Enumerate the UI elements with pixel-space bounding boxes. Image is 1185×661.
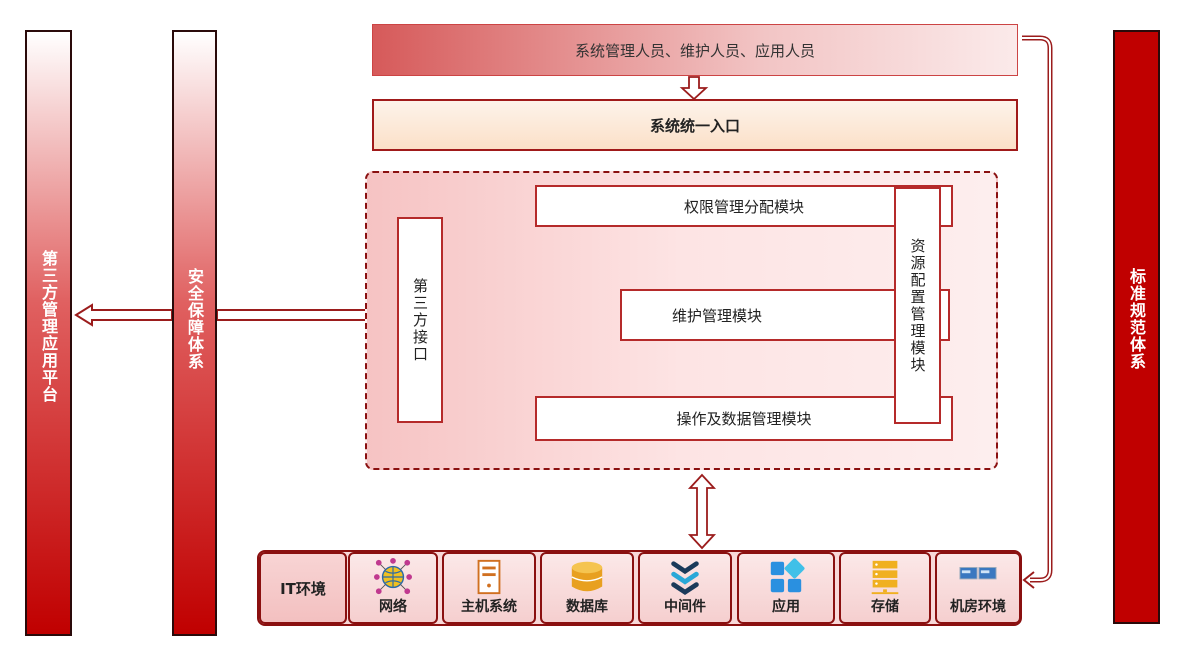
return-bracket-arrow: [1022, 35, 1053, 583]
system-entry-label: 系统统一入口: [649, 116, 740, 135]
standard-system-label: 标准规范体系: [1127, 268, 1146, 370]
host-document-icon: [477, 559, 501, 595]
users-label: 系统管理人员、维护人员、应用人员: [574, 41, 815, 60]
storage-label: 存储: [871, 599, 899, 615]
application-label: 应用: [772, 599, 800, 615]
third-party-platform-bar: 第三方管理应用平台: [25, 30, 72, 636]
third-party-platform-label: 第三方管理应用平台: [39, 250, 58, 403]
permission-module-label: 权限管理分配模块: [683, 197, 804, 216]
network-label: 网络: [379, 599, 407, 615]
it-item-network: 网络: [348, 552, 438, 624]
security-system-bar: 安全保障体系: [172, 30, 217, 636]
users-to-entry-arrow: [679, 76, 709, 101]
it-item-application: 应用: [737, 552, 835, 624]
host-label: 主机系统: [461, 599, 517, 615]
network-globe-icon: [374, 558, 412, 595]
datacenter-rack-icon: [959, 567, 997, 580]
resource-config-module-box: 资源配置管理模块: [894, 187, 941, 424]
resource-config-module-label: 资源配置管理模块: [908, 237, 927, 374]
security-system-label: 安全保障体系: [185, 268, 204, 370]
it-item-storage: 存储: [839, 552, 931, 624]
operation-module-box: 操作及数据管理模块: [535, 396, 953, 441]
left-double-arrow: [74, 303, 173, 327]
it-environment-title: IT环境: [280, 580, 326, 598]
database-label: 数据库: [566, 599, 608, 615]
third-party-interface-label: 第三方接口: [411, 277, 429, 363]
it-environment-title-cell: IT环境: [259, 552, 347, 624]
maintenance-module-label: 维护管理模块: [672, 306, 763, 325]
apps-grid-icon: [770, 558, 805, 593]
it-item-middleware: 中间件: [638, 552, 732, 624]
operation-module-label: 操作及数据管理模块: [676, 410, 812, 428]
core-it-arrow: [687, 473, 717, 550]
it-item-datacenter: 机房环境: [935, 552, 1021, 624]
standard-system-bar: 标准规范体系: [1113, 30, 1160, 624]
datacenter-label: 机房环境: [950, 599, 1006, 615]
storage-server-icon: [871, 560, 899, 595]
it-item-host: 主机系统: [442, 552, 536, 624]
users-banner: 系统管理人员、维护人员、应用人员: [372, 24, 1018, 76]
middleware-layers-icon: [671, 561, 699, 596]
system-entry-bar: 系统统一入口: [372, 99, 1018, 151]
it-item-database: 数据库: [540, 552, 634, 624]
middleware-label: 中间件: [664, 599, 706, 615]
permission-module-box: 权限管理分配模块: [535, 185, 953, 227]
database-cylinder-icon: [571, 561, 603, 592]
third-party-interface-box: 第三方接口: [397, 217, 443, 423]
